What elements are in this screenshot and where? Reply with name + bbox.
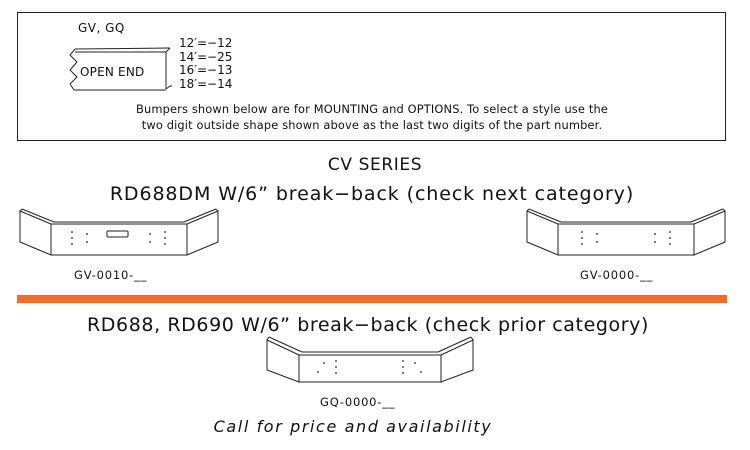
length-code-item: 16′=−13 [179,63,233,77]
section-subtitle-rd: RD688, RD690 W/6” break−back (check prio… [86,314,650,336]
bumper-drawing-gv-0010[interactable] [18,208,220,258]
bumper-drawing-gq-0000[interactable] [265,335,477,385]
part-number-legend-box [17,12,726,141]
length-code-item: 12′=−12 [179,36,233,50]
legend-instructions: Bumpers shown below are for MOUNTING and… [20,101,724,133]
instructions-line-1: Bumpers shown below are for MOUNTING and… [136,102,608,116]
part-number-label: GV-0010-__ [74,268,148,282]
call-for-price-text: Call for price and availability [213,417,493,436]
instructions-line-2: two digit outside shape shown above as t… [141,118,603,132]
series-code-label: GV, GQ [78,21,125,35]
open-end-label: OPEN END [80,65,145,79]
series-title: CV SERIES [327,155,423,175]
part-number-label: GQ-0000-__ [320,395,396,409]
section-divider [17,295,727,303]
length-code-list: 12′=−12 14′=−25 16′=−13 18′=−14 [179,36,233,91]
length-code-item: 18′=−14 [179,76,233,91]
section-subtitle-cv: RD688DM W/6” break−back (check next cate… [109,183,635,205]
length-code-item: 14′=−25 [179,49,233,64]
open-end-shape-icon [69,47,172,91]
bumper-drawing-gv-0000[interactable] [525,208,727,258]
part-number-label: GV-0000-__ [580,268,654,282]
